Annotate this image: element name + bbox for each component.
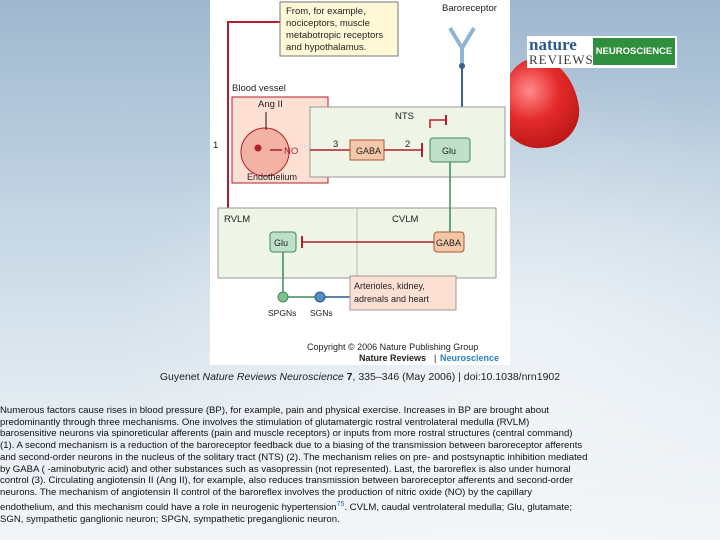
logo-badge: NEUROSCIENCE [593, 38, 675, 65]
mechanism-3-label: 3 [333, 139, 338, 150]
body-line-10: SGN, sympathetic ganglionic neuron; SPGN… [0, 513, 340, 525]
body-line-7: control (3). Circulating angiotensin II … [0, 475, 574, 487]
body-line-4: (1). A second mechanism is a reduction o… [0, 440, 583, 452]
no-label: NO [284, 146, 298, 157]
body-line-9a: endothelium, and this mechanism could ha… [0, 501, 337, 513]
source-line-2: nociceptors, muscle [286, 18, 370, 29]
caption-rest: , 335–346 (May 2006) | doi:10.1038/nrn19… [352, 371, 561, 383]
nr-label-a: Nature Reviews [359, 353, 426, 363]
nts-label: NTS [395, 111, 414, 122]
nature-reviews-logo: nature REVIEWS NEUROSCIENCE [527, 35, 677, 68]
glu-label-rvlm: Glu [274, 238, 288, 248]
source-line-3: metabotropic receptors [286, 30, 383, 41]
baroreflex-diagram: From, for example, nociceptors, muscle m… [213, 1, 506, 363]
logo-word-reviews: REVIEWS [529, 52, 594, 67]
gaba-label-cvlm: GABA [436, 238, 461, 248]
body-line-5: and second-order neurons in the nucleus … [0, 451, 588, 463]
caption-volume: 7 [346, 371, 353, 383]
svg-text:|: | [434, 353, 436, 363]
gaba-label-nts: GABA [356, 146, 381, 156]
figure-panel: From, for example, nociceptors, muscle m… [210, 0, 510, 365]
glu-label-nts: Glu [442, 146, 456, 156]
caption-journal: Nature Reviews Neuroscience [202, 371, 344, 383]
body-line-3: barosensitive neurons via spinoreticular… [0, 428, 573, 440]
rvlm-label: RVLM [224, 214, 250, 225]
endothelial-cell [240, 127, 290, 177]
spgns-label: SPGNs [268, 308, 296, 318]
nr-label-b: Neuroscience [440, 353, 499, 363]
body-line-9: endothelium, and this mechanism could ha… [0, 499, 700, 514]
cvlm-label: CVLM [392, 214, 418, 225]
body-line-1: Numerous factors cause rises in blood pr… [0, 405, 550, 416]
mechanism-2-label: 2 [405, 139, 410, 150]
targets-line-2: adrenals and heart [354, 294, 430, 304]
source-box [279, 1, 399, 57]
targets-line-1: Arterioles, kidney, [354, 281, 425, 291]
targets-box [349, 275, 457, 311]
caption-author: Guyenet [159, 371, 203, 383]
logo-word-nature: nature [529, 35, 577, 54]
baroreceptor-label: Baroreceptor [442, 3, 497, 14]
figure-caption: Guyenet Nature Reviews Neuroscience 7, 3… [0, 371, 720, 383]
sgn-node [314, 291, 326, 303]
copyright-text: Copyright © 2006 Nature Publishing Group [307, 342, 478, 352]
sgns-label: SGNs [310, 308, 333, 318]
body-line-9b: . CVLM, caudal ventrolateral medulla; Gl… [344, 501, 573, 513]
description-text: Numerous factors cause rises in blood pr… [0, 405, 700, 525]
body-line-6: by GABA ( -aminobutyric acid) and other … [0, 463, 571, 475]
blood-vessel-label: Blood vessel [232, 83, 286, 94]
source-line-1: From, for example, [286, 6, 366, 17]
source-line-4: and hypothalamus. [286, 42, 366, 53]
spgn-node [277, 291, 289, 303]
citation-link[interactable]: 75 [336, 500, 345, 508]
ang-ii-label: Ang II [258, 99, 283, 110]
body-line-2: predominantly through three mechanisms. … [0, 416, 530, 428]
nts-box [309, 106, 506, 178]
baroreceptor-icon [448, 26, 476, 52]
endothelium-label: Endothelium [247, 172, 297, 182]
body-line-8: neurons. The mechanism of angiotensin II… [0, 486, 533, 498]
mechanism-1-label: 1 [213, 140, 218, 151]
